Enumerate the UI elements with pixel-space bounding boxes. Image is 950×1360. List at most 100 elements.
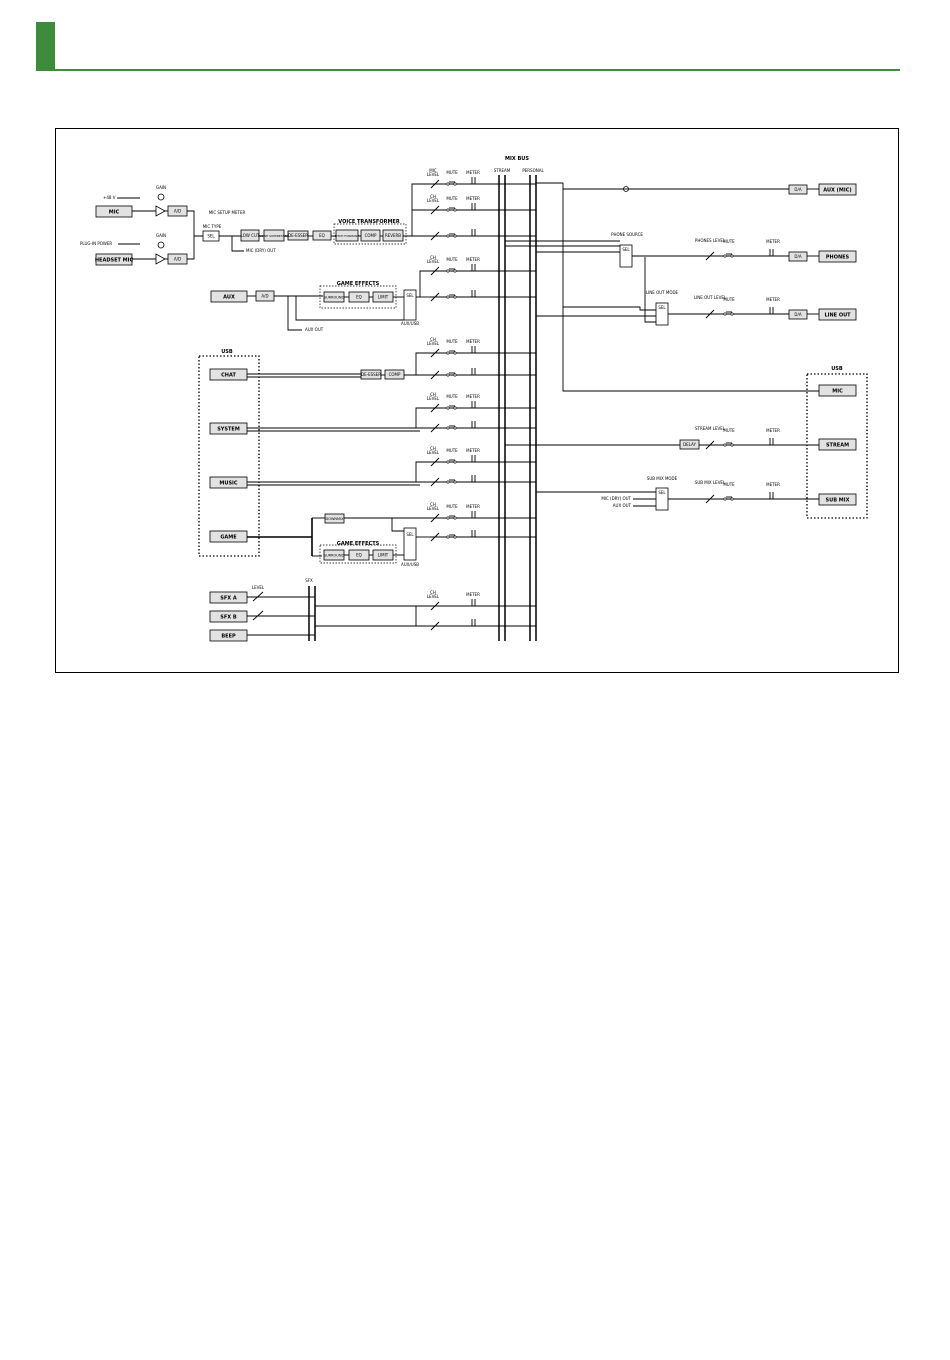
channel-strip-8-mute-a bbox=[446, 426, 450, 430]
output-strip-0-fader bbox=[705, 251, 715, 261]
channel-strip-3-mute-b bbox=[453, 269, 457, 273]
output-strip-0-mute-label: MUTE bbox=[723, 239, 735, 244]
aux-limit-label: LIMIT bbox=[378, 295, 389, 300]
channel-strip-7-fader bbox=[430, 403, 440, 413]
channel-strip-11-level-label-2: LEVEL bbox=[427, 506, 440, 511]
headset-ad-label: A/D bbox=[174, 257, 181, 262]
low-cut-box bbox=[240, 229, 260, 242]
channel-strip-5-fader bbox=[430, 348, 440, 358]
channel-strip-11-mute-a bbox=[446, 516, 450, 520]
eq-label: EQ bbox=[319, 233, 325, 238]
plug-in-power-label: PLUG-IN POWER bbox=[80, 241, 112, 246]
channel-strip-6-mute-b bbox=[453, 373, 457, 377]
game-sel-label: SEL bbox=[406, 532, 414, 537]
usb-mic-out-box bbox=[818, 384, 857, 397]
channel-strip-4-mute-a bbox=[446, 295, 450, 299]
chat-box bbox=[209, 368, 248, 381]
reverb-box bbox=[382, 229, 404, 242]
mic-dry-out-label: MIC (DRY) OUT bbox=[246, 248, 276, 253]
music-box bbox=[209, 476, 248, 489]
channel-strip-9-meter-label: METER bbox=[466, 448, 480, 453]
pitch-formant-label: PITCH FORMANT bbox=[335, 234, 360, 238]
phone-source-label: PHONE SOURCE bbox=[611, 232, 643, 237]
headset-mic-input-box bbox=[95, 253, 133, 266]
channel-strip-3-level-label-1: CH bbox=[430, 255, 436, 260]
mic-input-box bbox=[95, 205, 133, 218]
mic-preamp bbox=[155, 205, 166, 217]
channel-strip-1-meter-label: METER bbox=[466, 196, 480, 201]
channel-strip-8 bbox=[430, 421, 536, 433]
output-strip-2-meter-label: METER bbox=[766, 428, 780, 433]
output-strip-1-meter-label: METER bbox=[766, 297, 780, 302]
mix-bus-title: MIX BUS bbox=[505, 156, 529, 162]
usb-stream-out-box bbox=[818, 438, 857, 451]
game-effects-group bbox=[319, 544, 397, 564]
stream-bus-label: STREAM bbox=[494, 168, 511, 173]
line-out-mode-sel-label: SEL bbox=[658, 305, 666, 310]
channel-strip-7-level-label-2: LEVEL bbox=[427, 396, 440, 401]
game-limit-label: LIMIT bbox=[378, 553, 389, 558]
channel-strip-7-meter-label: METER bbox=[466, 394, 480, 399]
line-out-da-label: D/A bbox=[794, 312, 801, 317]
reverb-label: REVERB bbox=[385, 233, 401, 238]
aux-input-section: AUX A/D AUX OUT GAME EFFECTS SURROUND EQ… bbox=[210, 270, 430, 332]
sub-mix-mode-label: SUB MIX MODE bbox=[647, 476, 678, 481]
sfx-b-label: SFX B bbox=[220, 615, 237, 621]
channel-strip-14-fader bbox=[430, 621, 440, 631]
channel-strip-9-mute-a bbox=[446, 460, 450, 464]
sub-mix-aux-out-label: AUX OUT bbox=[613, 503, 632, 508]
sfx-a-box bbox=[209, 591, 248, 604]
phone-source-sel-label: SEL bbox=[622, 247, 630, 252]
output-strip-1-mute-a bbox=[723, 312, 727, 316]
output-strip-2-mute-b bbox=[730, 443, 734, 447]
aux-mic-out-label: AUX (MIC) bbox=[823, 188, 851, 194]
usb-mic-out-label: MIC bbox=[832, 389, 843, 395]
output-strip-1-mute-b bbox=[730, 312, 734, 316]
channel-strip-13-meter-label: METER bbox=[466, 592, 480, 597]
headset-gain-label: GAIN bbox=[156, 233, 166, 238]
usb-stream-out-label: STREAM bbox=[826, 443, 849, 449]
phones-out-box bbox=[818, 250, 857, 263]
aux-input-label: AUX bbox=[223, 295, 235, 301]
sub-mix-mode-sel-label: SEL bbox=[658, 490, 666, 495]
channel-strip-4-fader bbox=[430, 292, 440, 302]
stream-delay-box bbox=[679, 439, 700, 450]
line-out-box bbox=[818, 308, 857, 321]
de-esser-box bbox=[287, 230, 309, 241]
channel-strip-5-mute-a bbox=[446, 351, 450, 355]
channel-strip-7-level-label-1: CH bbox=[430, 392, 436, 397]
output-strip-3-mute-b bbox=[730, 497, 734, 501]
eq-box bbox=[312, 230, 332, 241]
channel-strip-9-mute-label: MUTE bbox=[446, 448, 458, 453]
stream-level-label: STREAM LEVEL bbox=[695, 426, 726, 431]
aux-game-effects-label: GAME EFFECTS bbox=[337, 281, 380, 287]
channel-strip-3-mute-label: MUTE bbox=[446, 257, 458, 262]
channel-strip-9-level-label-2: LEVEL bbox=[427, 450, 440, 455]
noise-suppressor-box bbox=[263, 229, 285, 242]
sfx-b-box bbox=[209, 610, 248, 623]
voice-transformer-group bbox=[333, 223, 407, 245]
aux-sel-box bbox=[403, 289, 417, 321]
channel-strip-0-level-label-1: MIC bbox=[429, 168, 437, 173]
output-strip-0-meter-label: METER bbox=[766, 239, 780, 244]
output-strip-0-mute-a bbox=[723, 254, 727, 258]
section-header-block bbox=[36, 22, 55, 70]
de-esser-label: DE-ESSER bbox=[288, 233, 308, 238]
channel-strip-8-fader bbox=[430, 423, 440, 433]
channel-strip-0-mute-b bbox=[453, 182, 457, 186]
channel-strip-5-mute-b bbox=[453, 351, 457, 355]
mic-comp-label: COMP bbox=[365, 233, 377, 238]
beep-label: BEEP bbox=[221, 634, 236, 640]
chat-comp-label: COMP bbox=[389, 372, 401, 377]
output-section: D/A AUX (MIC) PHONE SOURCE SEL PHONES LE… bbox=[505, 182, 868, 519]
stream-delay-label: DELAY bbox=[683, 442, 696, 447]
system-box bbox=[209, 422, 248, 435]
channel-strip-1-level-label-1: CH bbox=[430, 194, 436, 199]
output-strip-1-fader bbox=[705, 309, 715, 319]
channel-strip-3-level-label-2: LEVEL bbox=[427, 259, 440, 264]
aux-mic-da-label: D/A bbox=[794, 187, 801, 192]
game-game-effects-label: GAME EFFECTS bbox=[337, 541, 380, 547]
